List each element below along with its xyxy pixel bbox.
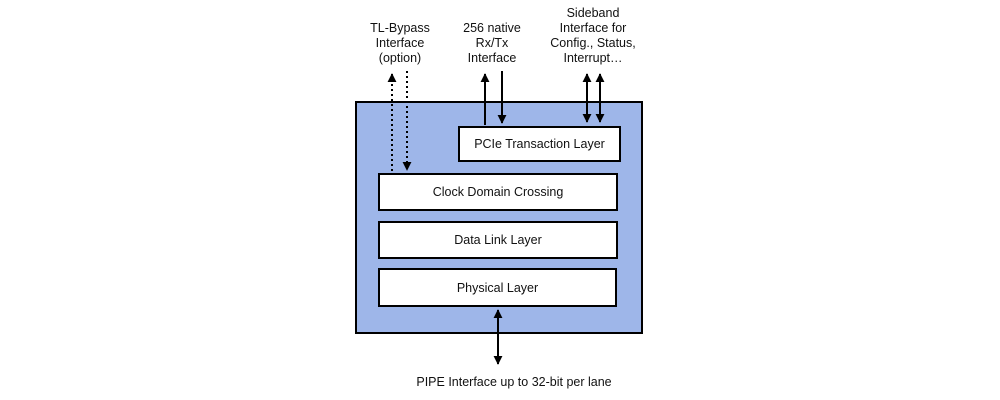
native-rxtx-interface-label: 256 native Rx/Tx Interface xyxy=(463,21,521,65)
pcie-transaction-layer-block: PCIe Transaction Layer xyxy=(458,126,621,162)
pipe-interface-label: PIPE Interface up to 32-bit per lane xyxy=(416,375,612,389)
physical-layer-block: Physical Layer xyxy=(378,268,617,307)
data-link-layer-block: Data Link Layer xyxy=(378,221,618,259)
clock-domain-crossing-label: Clock Domain Crossing xyxy=(432,185,564,199)
tl-bypass-interface-label: TL-Bypass Interface (option) xyxy=(370,21,430,65)
data-link-layer-label: Data Link Layer xyxy=(454,233,542,247)
physical-layer-label: Physical Layer xyxy=(456,280,539,295)
sideband-interface-label: Sideband Interface for Config., Status, … xyxy=(550,6,636,65)
pcie-transaction-layer-label: PCIe Transaction Layer xyxy=(474,137,605,151)
clock-domain-crossing-block: Clock Domain Crossing xyxy=(378,173,618,211)
